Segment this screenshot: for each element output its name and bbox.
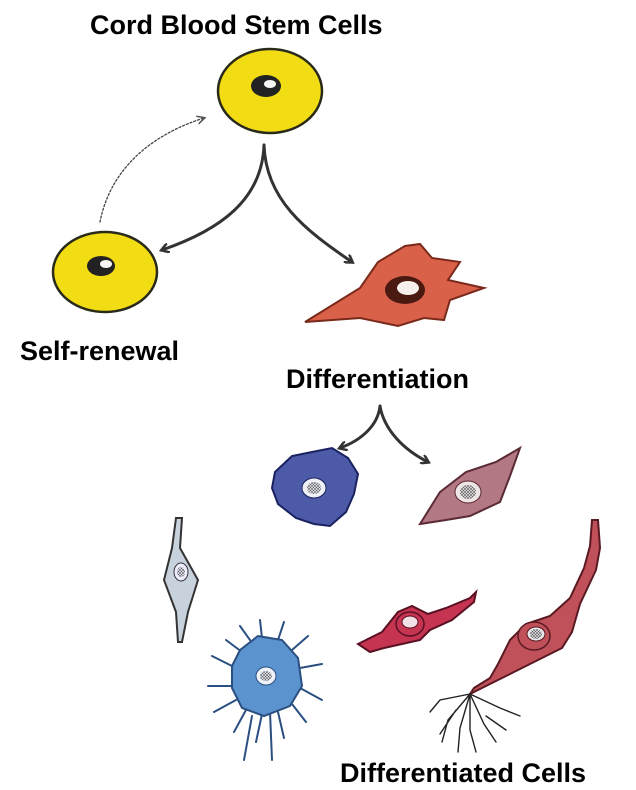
stem-cell-top bbox=[218, 49, 322, 133]
differentiated-cells-label: Differentiated Cells bbox=[340, 760, 586, 787]
self-renewal-cell bbox=[53, 232, 157, 312]
red-neuron-cell bbox=[358, 592, 476, 652]
diff-arrow-left bbox=[340, 406, 380, 448]
progenitor-cell bbox=[305, 244, 484, 326]
self-renewal-label: Self-renewal bbox=[20, 338, 179, 365]
diff-arrow-right bbox=[380, 406, 428, 462]
title-label: Cord Blood Stem Cells bbox=[90, 12, 383, 39]
large-neuron-cell bbox=[430, 520, 600, 752]
spindle-cell bbox=[164, 518, 198, 642]
split-arrow-right bbox=[264, 145, 352, 262]
differentiation-label: Differentiation bbox=[286, 366, 469, 393]
self-renewal-arrow bbox=[100, 118, 204, 222]
split-arrow-left bbox=[162, 145, 264, 250]
mauve-cell bbox=[420, 448, 520, 524]
astrocyte-cell bbox=[208, 620, 322, 760]
blue-cell bbox=[272, 448, 358, 526]
